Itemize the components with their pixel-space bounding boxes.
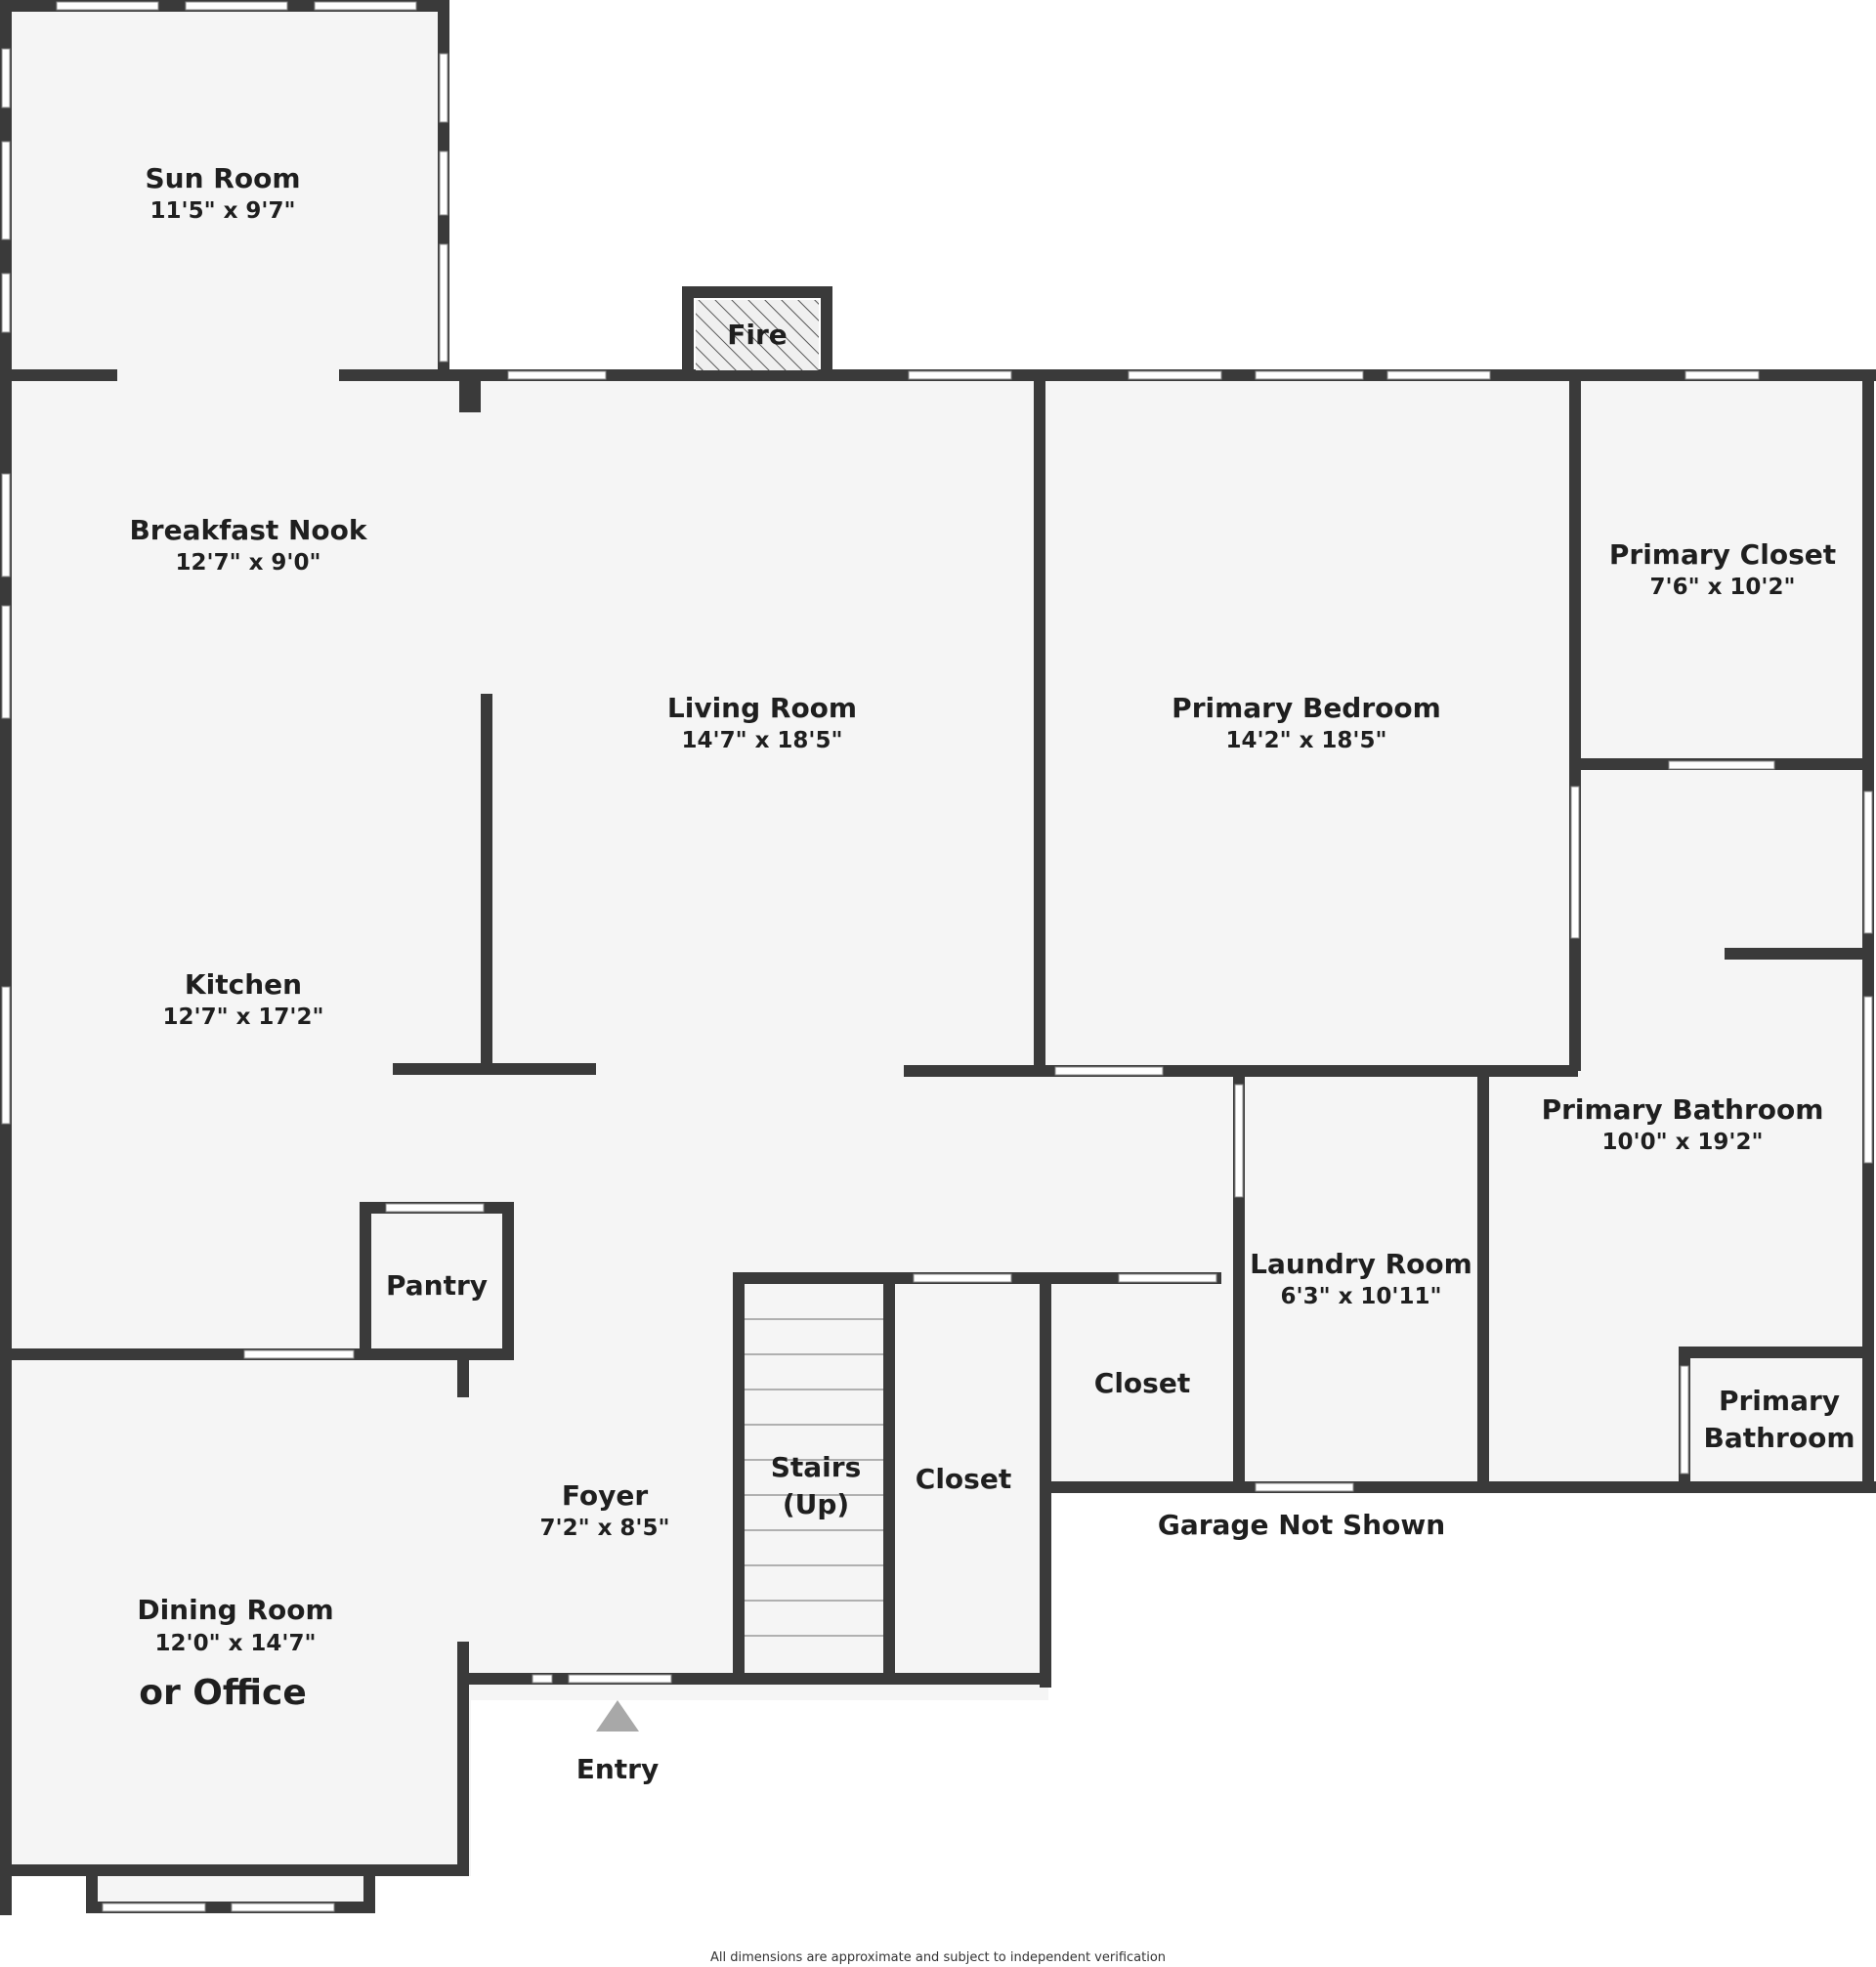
outside-lower-right [1050, 1495, 1876, 1967]
room-dims-dining-room: 12'0" x 14'7" [155, 1631, 317, 1656]
room-dims-foyer: 7'2" x 8'5" [540, 1516, 670, 1541]
room-name-closet-tall: Closet [916, 1463, 1011, 1495]
room-name-primary-bathroom-small-2: Bathroom [1703, 1422, 1855, 1454]
room-dims-sun-room: 11'5" x 9'7" [150, 198, 296, 224]
room-dims-kitchen: 12'7" x 17'2" [163, 1005, 324, 1030]
room-dims-primary-closet: 7'6" x 10'2" [1650, 575, 1796, 600]
room-name-breakfast-nook: Breakfast Nook [129, 514, 367, 546]
stairs-treads [745, 1318, 883, 1637]
room-name-stairs-1: Stairs [771, 1451, 862, 1483]
room-name-stairs-2: (Up) [783, 1488, 849, 1520]
room-name-laundry-room: Laundry Room [1250, 1248, 1472, 1280]
room-name-dining-room: Dining Room [137, 1594, 333, 1626]
footer-disclaimer: All dimensions are approximate and subje… [710, 1950, 1166, 1965]
room-dims-breakfast-nook: 12'7" x 9'0" [176, 550, 321, 576]
room-name-foyer: Foyer [562, 1479, 648, 1512]
garage-note: Garage Not Shown [1158, 1509, 1445, 1541]
room-name-primary-closet: Primary Closet [1609, 538, 1836, 571]
room-note-dining-room: or Office [139, 1673, 307, 1713]
entry-label: Entry [576, 1753, 660, 1785]
triangle-up-icon [596, 1700, 639, 1732]
windows [1, 1, 1873, 1912]
room-dims-primary-bedroom: 14'2" x 18'5" [1226, 728, 1387, 753]
room-name-primary-bathroom: Primary Bathroom [1542, 1093, 1824, 1126]
room-name-closet-small: Closet [1094, 1367, 1190, 1399]
fireplace-hatch-icon [696, 300, 819, 370]
room-dims-laundry-room: 6'3" x 10'11" [1281, 1284, 1442, 1309]
room-name-sun-room: Sun Room [146, 162, 301, 194]
room-name-primary-bathroom-small-1: Primary [1719, 1385, 1840, 1417]
room-dims-living-room: 14'7" x 18'5" [682, 728, 843, 753]
room-name-pantry: Pantry [386, 1269, 488, 1302]
floor-areas [8, 8, 1870, 1910]
room-dims-primary-bathroom: 10'0" x 19'2" [1602, 1130, 1764, 1155]
room-name-primary-bedroom: Primary Bedroom [1172, 692, 1441, 724]
room-name-living-room: Living Room [667, 692, 857, 724]
fire-label: Fire [727, 319, 788, 351]
room-name-kitchen: Kitchen [185, 968, 302, 1001]
